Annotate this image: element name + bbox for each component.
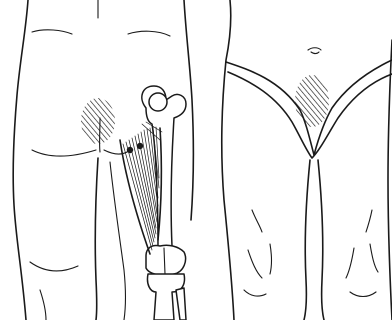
left-thigh-inner bbox=[95, 158, 98, 320]
anterior-right-knee-lines bbox=[346, 244, 378, 297]
gluteal-fold-right bbox=[104, 150, 130, 154]
right-thigh-outer bbox=[110, 162, 126, 320]
anterior-right-inner-thigh bbox=[318, 160, 324, 320]
buttock-pain-zone bbox=[81, 98, 115, 144]
trigger-point-upper bbox=[137, 143, 143, 149]
left-knee-crease bbox=[30, 262, 78, 271]
lower-back-crease-left bbox=[32, 30, 72, 34]
anterior-view-panel bbox=[222, 0, 392, 320]
trigger-point-lower bbox=[127, 147, 133, 153]
navel bbox=[308, 48, 321, 50]
lower-back-crease-right bbox=[128, 31, 170, 36]
anterior-left-knee-lines bbox=[244, 244, 272, 296]
gluteal-fold-left bbox=[32, 150, 96, 156]
left-body-outline bbox=[13, 0, 28, 320]
posterior-view-panel bbox=[13, 0, 193, 320]
anterior-left-outline bbox=[222, 0, 234, 320]
pubic-pain-zone bbox=[295, 75, 329, 127]
femur-bone bbox=[142, 86, 186, 320]
left-calf-line bbox=[40, 290, 46, 320]
anterior-right-outline bbox=[388, 40, 392, 320]
anterior-left-inner-thigh bbox=[304, 160, 310, 320]
